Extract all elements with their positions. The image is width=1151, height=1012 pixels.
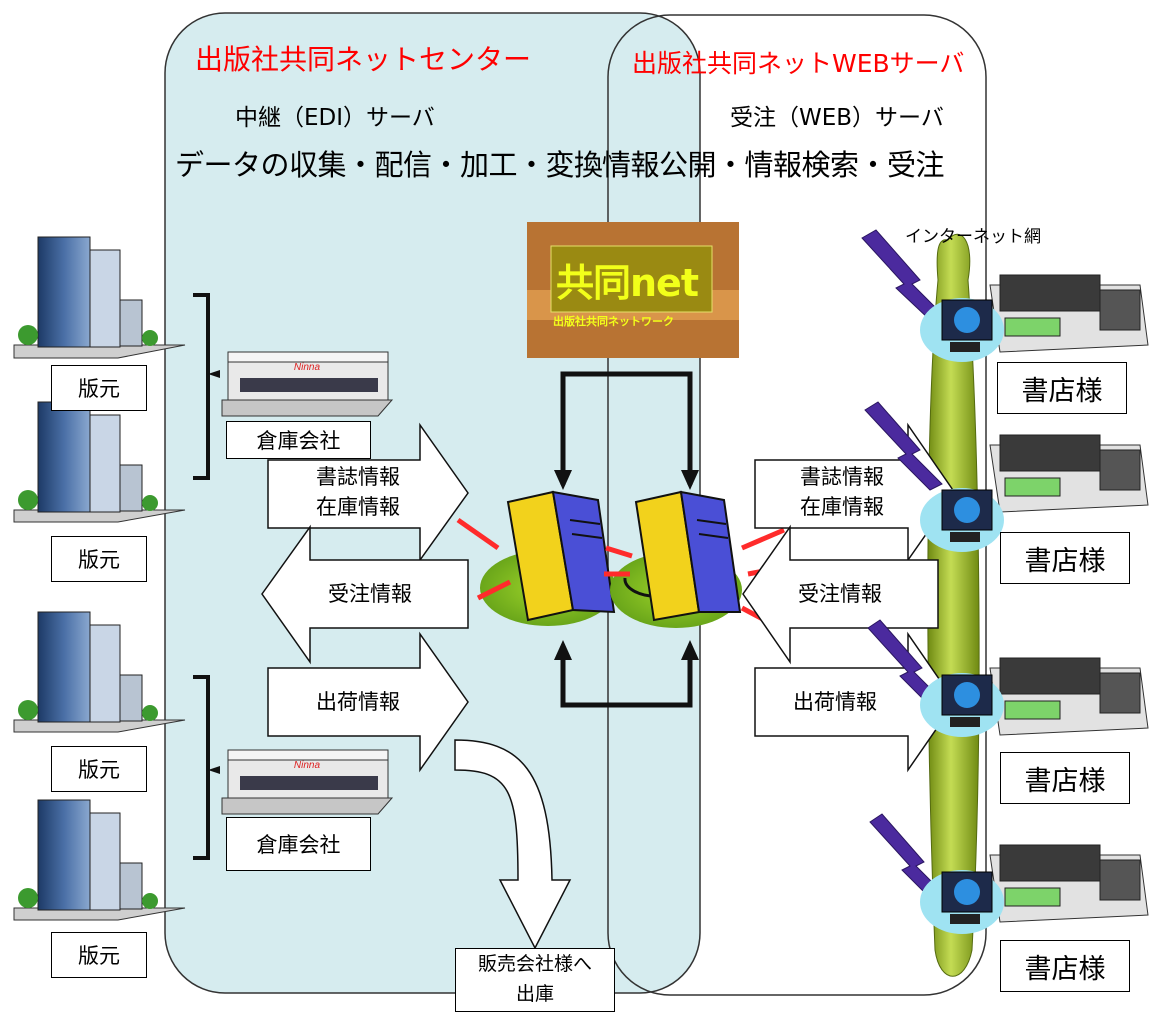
bookstore-label: 書店様: [1000, 752, 1130, 804]
web-server-title: 出版社共同ネットWEBサーバ: [632, 49, 965, 78]
bracket-upper: [193, 293, 210, 480]
publisher-building: [13, 611, 186, 733]
web-server-label: 受注（WEB）サーバ: [730, 105, 944, 131]
loop-arrowhead: [554, 470, 572, 490]
connection-bolt: [861, 229, 947, 903]
publisher-label: 版元: [51, 746, 147, 792]
publisher-label: 版元: [51, 536, 147, 582]
dispatch-box: 販売会社様へ 出庫: [455, 948, 615, 1012]
edi-server-label: 中継（EDI）サーバ: [235, 105, 435, 131]
bookstore-building: [989, 434, 1149, 513]
computer-monitor-icon: [920, 298, 1004, 362]
right-order-text: 受注情報: [798, 582, 882, 606]
bookstore-label: 書店様: [1000, 940, 1130, 992]
right-book-info-line: 書誌情報: [800, 465, 884, 489]
dispatch-line-1: 販売会社様へ: [477, 953, 592, 975]
web-function-label: 情報公開・情報検索・受注: [602, 148, 945, 182]
right-book-info-text: 書誌情報 在庫情報: [772, 462, 912, 522]
bookstore-label: 書店様: [997, 362, 1127, 414]
publisher-building: [13, 236, 186, 359]
edi-server-icon: [456, 490, 616, 626]
edi-function-label: データの収集・配信・加工・変換: [175, 148, 603, 182]
warehouse-label: 倉庫会社: [226, 817, 371, 871]
bracket-upper-pointer: [208, 370, 220, 378]
bookstore-building: [989, 274, 1149, 353]
right-order-arrow: [742, 524, 939, 665]
bracket-lower: [193, 675, 210, 860]
left-order-arrow: [261, 524, 469, 665]
warehouse-label: 倉庫会社: [226, 421, 371, 459]
dispatch-arrow: [454, 739, 572, 950]
kyodo-net-logo: [527, 222, 739, 358]
loop-arrowhead: [681, 640, 699, 660]
left-order-text: 受注情報: [328, 582, 412, 606]
publisher-label: 版元: [51, 365, 147, 411]
server-loop-arrows: [560, 371, 693, 708]
bookstore-building: [989, 844, 1149, 923]
bookstore-building: [989, 657, 1149, 736]
internet-label: インターネット網: [905, 227, 1041, 247]
computer-monitor-icon: [920, 673, 1004, 737]
left-book-info-arrow: [267, 422, 469, 563]
publisher-building: [13, 401, 186, 523]
warehouse-building: Ninna: [221, 351, 394, 417]
publisher-building: [13, 799, 186, 921]
left-book-info-line: 書誌情報: [316, 465, 400, 489]
warehouse-sign: Ninna: [294, 362, 321, 373]
bracket-lower-pointer: [208, 766, 220, 774]
left-book-info-text: 書誌情報 在庫情報: [288, 462, 428, 522]
computer-monitor-icon: [920, 870, 1004, 934]
right-shipping-text: 出荷情報: [793, 690, 877, 714]
loop-arrowhead: [681, 470, 699, 490]
left-stock-info-line: 在庫情報: [316, 495, 400, 519]
loop-arrowhead: [554, 640, 572, 660]
publisher-label: 版元: [51, 932, 147, 978]
dispatch-line-2: 出庫: [515, 983, 554, 1005]
logo-main-text: 共同net: [556, 261, 699, 305]
left-shipping-text: 出荷情報: [316, 690, 400, 714]
center-title: 出版社共同ネットセンター: [195, 43, 532, 76]
warehouse-sign: Ninna: [294, 760, 321, 771]
right-stock-info-line: 在庫情報: [800, 495, 884, 519]
logo-sub-text: 出版社共同ネットワーク: [553, 315, 674, 328]
warehouse-building: Ninna: [221, 749, 394, 815]
left-shipping-arrow: [267, 631, 469, 773]
computer-monitor-icon: [920, 488, 1004, 552]
bookstore-label: 書店様: [1000, 532, 1130, 584]
